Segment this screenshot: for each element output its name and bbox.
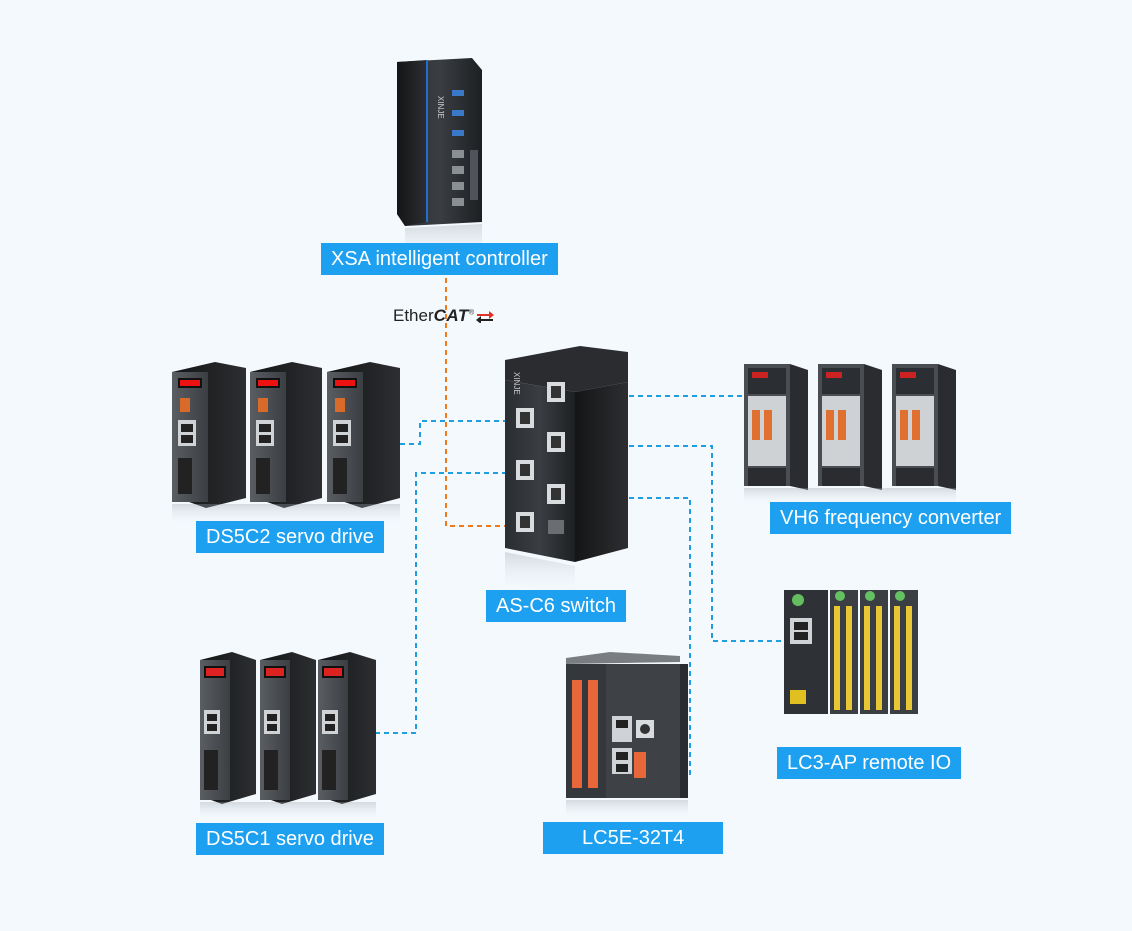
ethercat-prefix: Ether — [393, 306, 434, 325]
label-xsa-controller: XSA intelligent controller — [321, 243, 558, 275]
svg-text:XINJE: XINJE — [436, 96, 445, 119]
ethercat-link — [445, 278, 514, 527]
label-vh6-frequency-converter: VH6 frequency converter — [770, 502, 1012, 534]
label-lc5e-32t4: LC5E-32T4 — [543, 822, 724, 854]
as-c6-switch: XINJE — [505, 346, 628, 596]
vh6-converters — [744, 364, 956, 506]
ds5c2-drives — [172, 362, 400, 526]
ds5c1-drives — [200, 652, 376, 822]
ethercat-arrows-icon — [475, 310, 494, 324]
ethercat-logo: EtherCAT® — [393, 306, 495, 326]
ethercat-brand: CAT — [433, 306, 469, 325]
lc3-ap-remote-io — [784, 590, 918, 714]
ethercat-registered-mark: ® — [468, 309, 474, 317]
label-as-c6-switch: AS-C6 switch — [486, 590, 627, 622]
label-ds5c2-servo-drive: DS5C2 servo drive — [196, 521, 384, 553]
svg-text:XINJE: XINJE — [512, 372, 521, 395]
lc5e-32t4-plc — [566, 652, 688, 820]
xsa-controller: XINJE — [397, 58, 482, 262]
label-ds5c1-servo-drive: DS5C1 servo drive — [196, 823, 384, 855]
link-ds5c1 — [330, 472, 516, 734]
link-lc3 — [566, 445, 800, 642]
label-lc3-ap-remote-io: LC3-AP remote IO — [777, 747, 962, 779]
